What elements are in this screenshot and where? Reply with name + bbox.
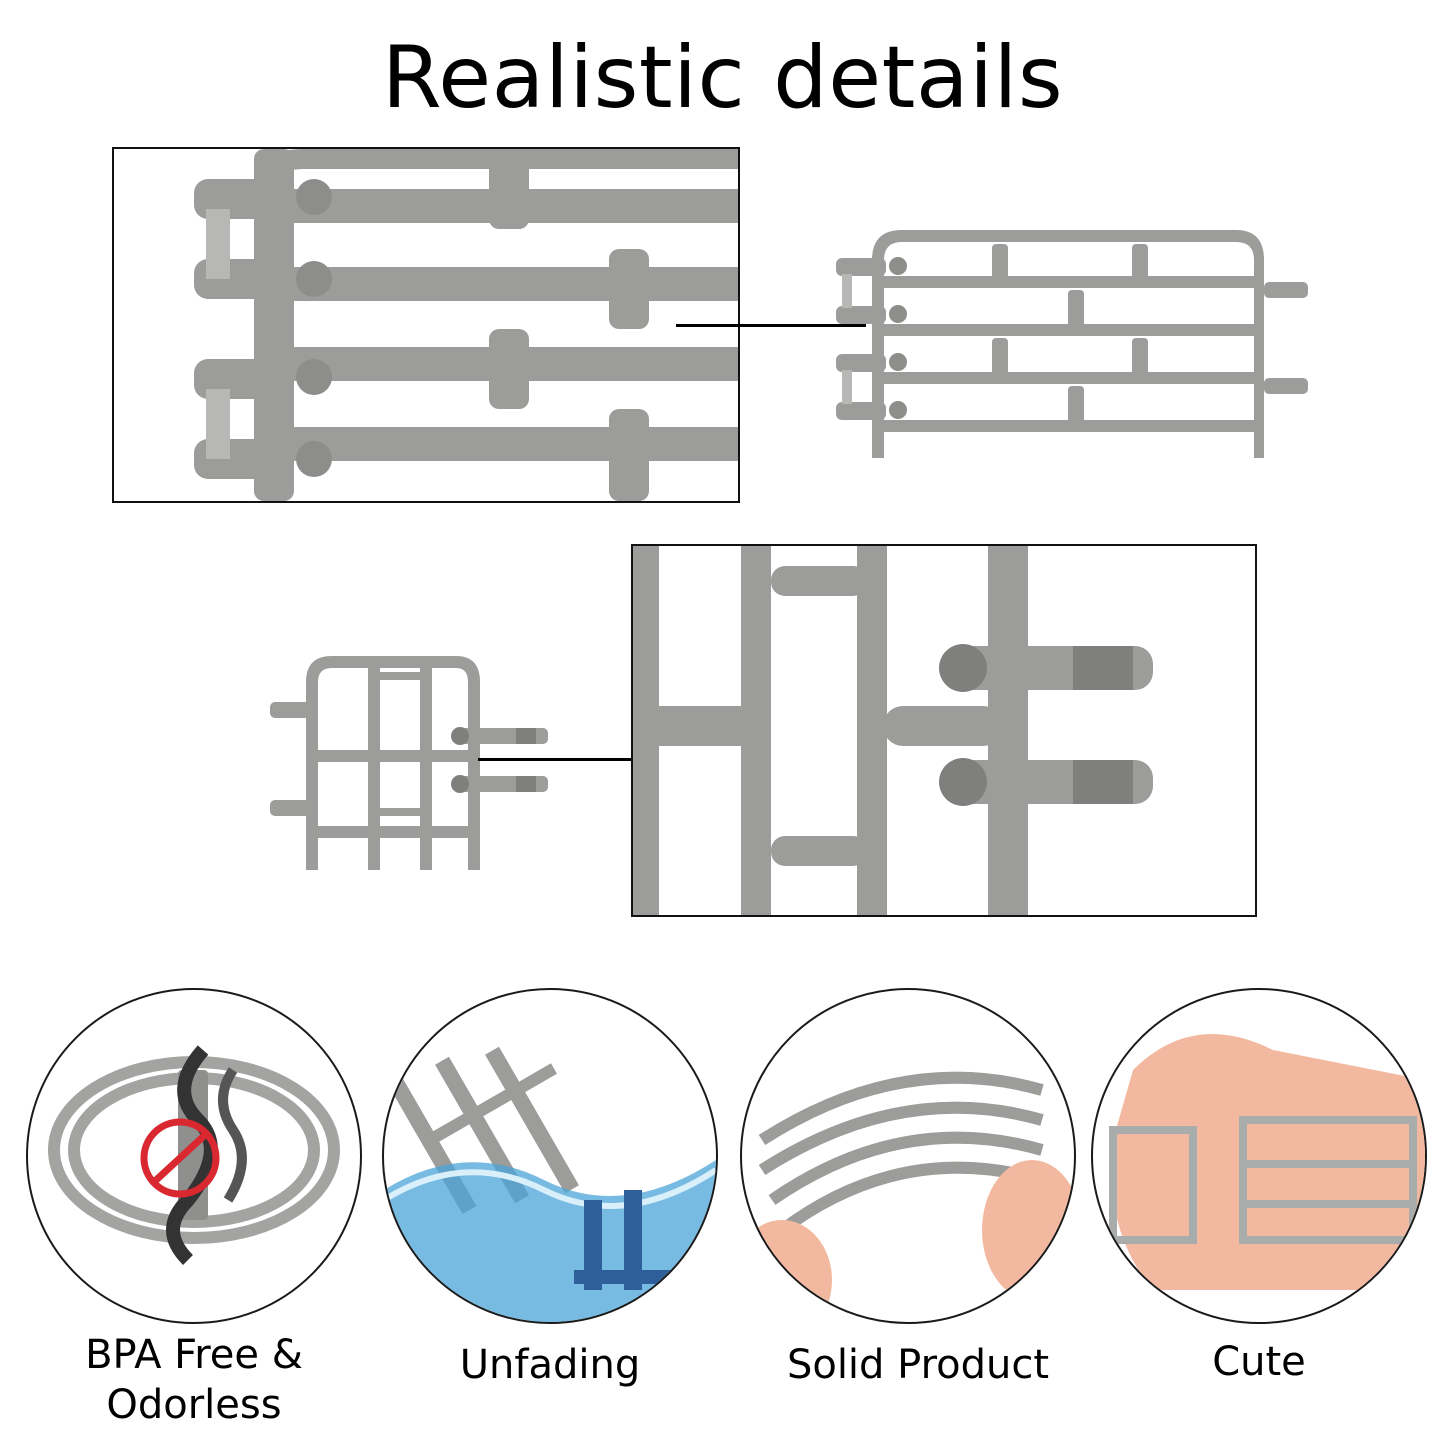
- feature-circle-cute: [1091, 988, 1427, 1324]
- page-title: Realistic details: [381, 28, 1064, 128]
- gate-panel: [270, 652, 554, 874]
- caption-cute: Cute: [1212, 1339, 1306, 1385]
- caption-bpa-line1: BPA Free &: [85, 1332, 303, 1378]
- zoom-detail-long-fence: [112, 147, 740, 503]
- caption-unfading: Unfading: [459, 1342, 641, 1388]
- odor-wave-icon: [166, 1045, 218, 1265]
- feature-circle-solid: [740, 988, 1076, 1324]
- zoom-detail-gate: [631, 544, 1257, 917]
- caption-solid-product: Solid Product: [786, 1342, 1050, 1388]
- leader-line-1: [676, 324, 866, 327]
- caption-bpa-free-odorless: BPA Free & Odorless: [26, 1330, 362, 1430]
- caption-bpa-line2: Odorless: [106, 1382, 282, 1428]
- feature-circle-unfading: [382, 988, 718, 1324]
- leader-line-2: [478, 758, 674, 761]
- long-fence-panel: [836, 230, 1316, 462]
- feature-circle-bpa: [26, 988, 362, 1324]
- prohibit-icon: [140, 1118, 220, 1198]
